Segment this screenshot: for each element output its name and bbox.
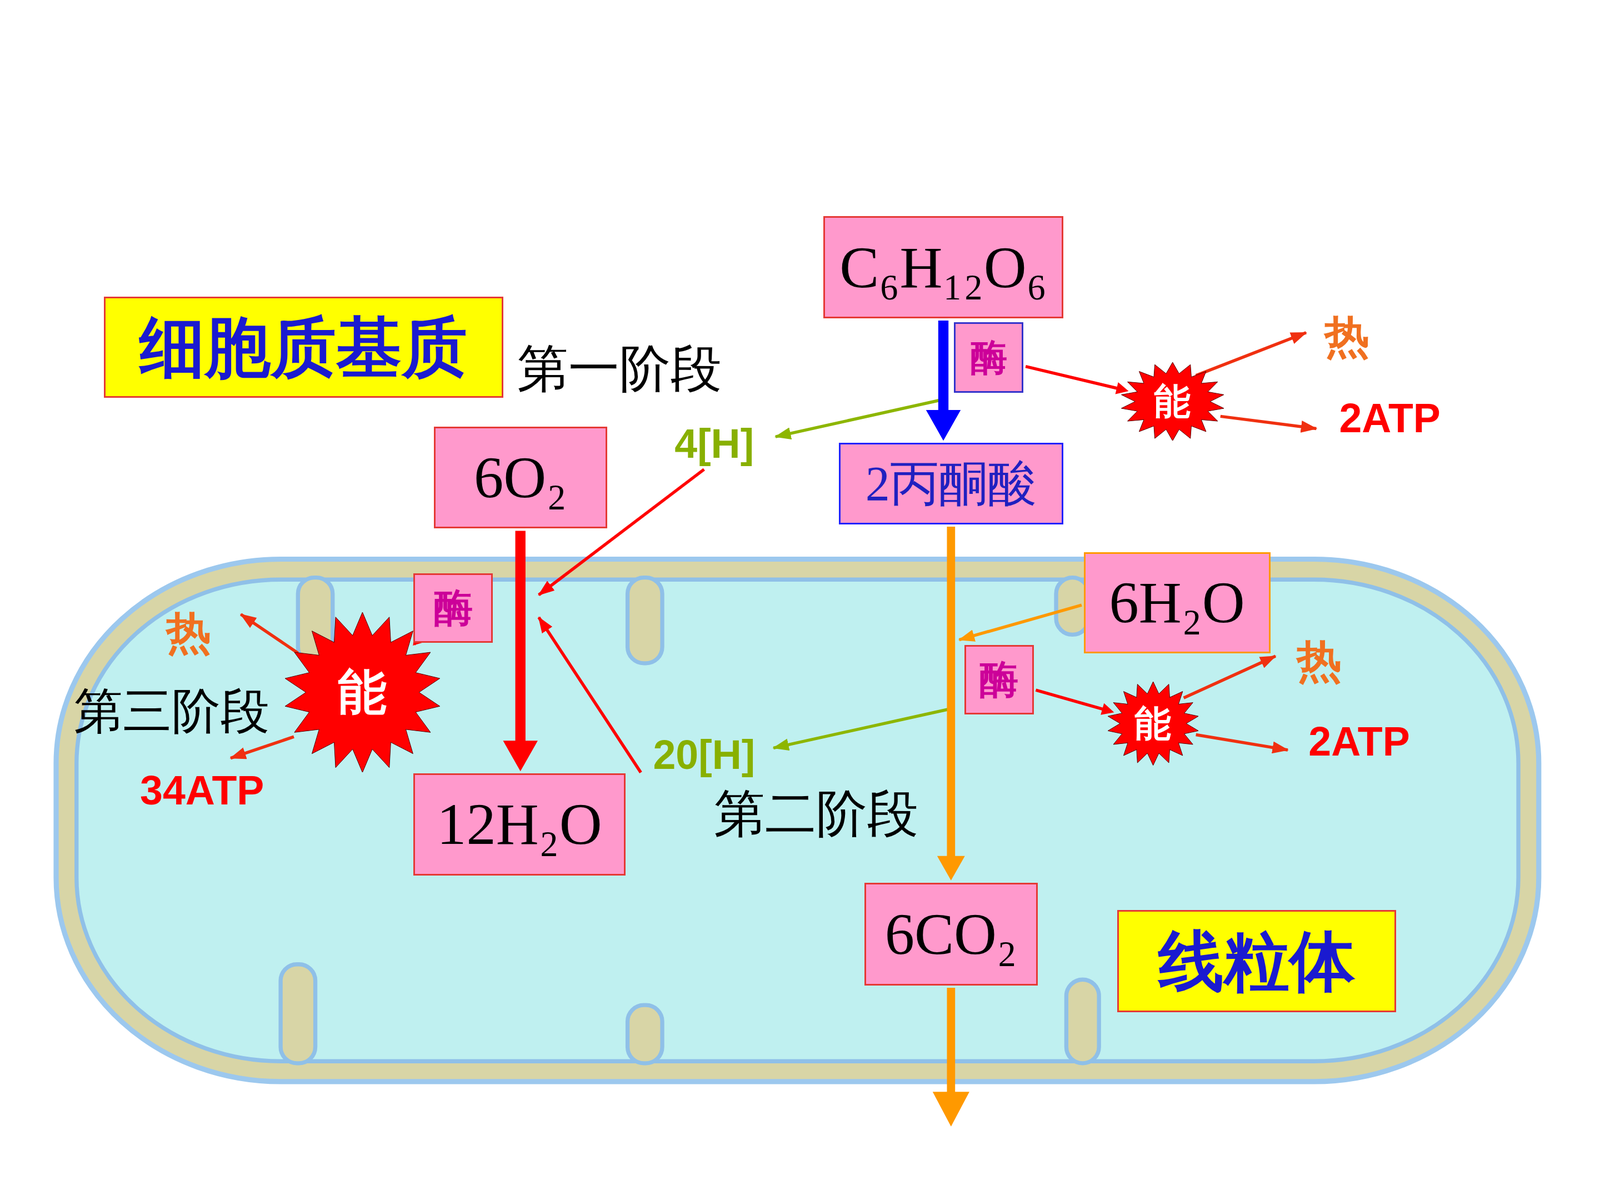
node-text: 能 xyxy=(337,665,387,720)
node-text: 12H₂O xyxy=(436,791,603,857)
node-text: 能 xyxy=(1153,381,1191,422)
region-label-box: 线粒体 xyxy=(1117,910,1396,1013)
node-text: 2丙酮酸 xyxy=(865,456,1037,511)
node-text: 能 xyxy=(1134,703,1172,744)
hydrogen-label: 20[H] xyxy=(653,732,756,778)
node-text: 酶 xyxy=(433,586,473,630)
energy-arrows xyxy=(1196,734,1288,750)
flow-arrow xyxy=(1025,366,1129,395)
enzyme-box: 酶 xyxy=(953,322,1024,393)
co2-exit-arrow xyxy=(946,987,955,1094)
hydrogen-arrows xyxy=(538,617,642,773)
atp-label: 2ATP xyxy=(1308,719,1410,765)
energy-arrows xyxy=(240,614,298,654)
energy-arrows xyxy=(1220,416,1317,429)
energy-burst: 能 xyxy=(283,612,442,773)
starburst-shape xyxy=(1107,681,1199,766)
formula-box: 6H₂O xyxy=(1083,552,1271,654)
cristae xyxy=(280,964,315,1064)
stage-label: 第二阶段 xyxy=(713,786,919,843)
hydrogen-arrows xyxy=(959,605,1082,640)
co2-exit-arrow xyxy=(932,987,970,1127)
arrow-shaft xyxy=(1025,366,1119,389)
formula-box: 6O₂ xyxy=(433,426,608,529)
enzyme-box: 酶 xyxy=(413,573,493,643)
hydrogen-label: 4[H] xyxy=(674,421,754,467)
node-text: 酶 xyxy=(970,337,1008,378)
node-text: 6H₂O xyxy=(1109,570,1245,635)
starburst-shape xyxy=(1121,362,1224,441)
hydrogen-arrows xyxy=(773,709,949,749)
arrow-shaft xyxy=(938,320,949,415)
formula-box: 12H₂O xyxy=(413,773,626,876)
arrow-head xyxy=(937,856,965,881)
atp-label: 2ATP xyxy=(1338,396,1440,442)
formula-box: 6CO₂ xyxy=(864,882,1038,987)
flow-arrow xyxy=(937,526,965,881)
energy-arrows xyxy=(230,736,294,759)
region-label-box: 细胞质基质 xyxy=(103,296,503,398)
node-text: 细胞质基质 xyxy=(139,311,468,384)
flow-arrow xyxy=(1035,690,1114,715)
energy-burst: 能 xyxy=(1107,681,1199,766)
heat-label: 热 xyxy=(1296,636,1342,687)
starburst-shape xyxy=(285,612,440,773)
enzyme-box: 酶 xyxy=(964,645,1034,715)
cristae xyxy=(627,577,663,664)
energy-arrows xyxy=(1183,656,1276,698)
pyruvate-box: 2丙酮酸 xyxy=(838,442,1064,525)
energy-burst: 能 xyxy=(1120,362,1225,441)
node-text: 6O₂ xyxy=(473,445,567,510)
energy-arrows xyxy=(1196,332,1307,376)
formula-box: C₆H₁₂O₆ xyxy=(823,216,1064,319)
arrow-head xyxy=(1100,703,1114,715)
stage-label: 第三阶段 xyxy=(73,684,270,739)
heat-label: 热 xyxy=(166,607,212,658)
atp-label: 34ATP xyxy=(140,768,264,814)
hydrogen-arrows xyxy=(538,400,1082,773)
heat-label: 热 xyxy=(1324,312,1370,362)
node-text: 6CO₂ xyxy=(885,901,1018,967)
arrow-head xyxy=(926,410,961,441)
hydrogen-arrows xyxy=(775,400,942,437)
flow-arrow xyxy=(503,530,538,772)
arrow-head xyxy=(503,740,538,772)
node-text: 酶 xyxy=(979,658,1019,702)
node-text: 线粒体 xyxy=(1158,925,1355,998)
cristae xyxy=(1066,979,1099,1064)
cristae xyxy=(627,1005,663,1064)
co2-exit-arrow xyxy=(932,1091,970,1127)
arrow-shaft xyxy=(946,526,955,860)
arrow-head xyxy=(1115,382,1129,394)
cristae xyxy=(280,577,1099,1064)
node-text: C₆H₁₂O₆ xyxy=(839,235,1047,300)
arrow-shaft xyxy=(1035,690,1104,710)
arrow-shaft xyxy=(515,530,526,745)
mitochondrion-membrane xyxy=(56,559,1539,1082)
stage-label: 第一阶段 xyxy=(517,341,722,398)
mitochondrion-membrane xyxy=(56,559,1539,1082)
